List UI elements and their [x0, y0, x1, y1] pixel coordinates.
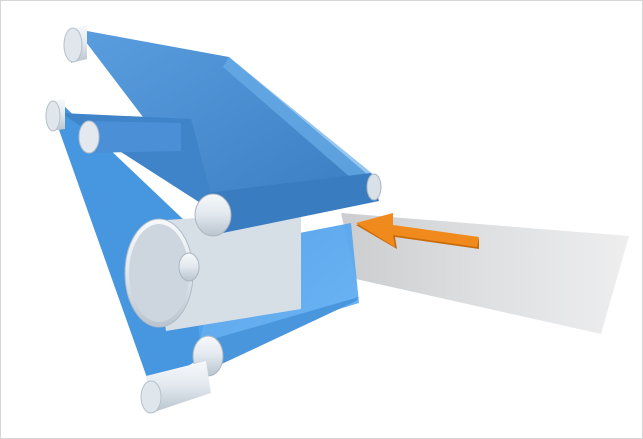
roller-mid-left-back	[46, 99, 65, 131]
roller-mid-left-front	[79, 121, 181, 153]
roller-front-mid	[179, 253, 199, 281]
roller-top-left	[64, 25, 87, 63]
